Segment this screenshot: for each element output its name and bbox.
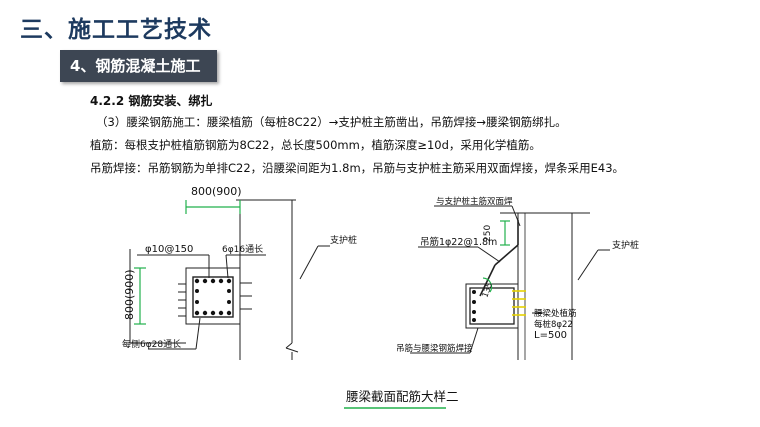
page-title: 三、施工工艺技术: [20, 17, 212, 43]
left-dimension-lines: [134, 200, 241, 325]
left-top-bars-label: 6φ16通长: [222, 243, 263, 255]
body-line-hanger-weld: 吊筋焊接：吊筋钢筋为单排C22，沿腰梁间距为1.8m，吊筋与支护桩主筋采用双面焊…: [90, 161, 625, 175]
section-heading: 4.2.2 钢筋安装、绑扎: [90, 94, 213, 108]
right-pile-label: 支护桩: [612, 239, 639, 251]
right-dim-135: 135: [480, 281, 494, 298]
left-dim-left: 800(900): [123, 269, 136, 320]
left-bottom-bars-label: 每侧6φ28通长: [122, 338, 181, 350]
right-section-drawing: [410, 205, 610, 360]
body-line-construction: （3）腰梁钢筋施工：腰梁植筋（每桩8C22）→支护桩主筋凿出，吊筋焊接→腰梁钢筋…: [96, 115, 567, 129]
right-rebar-dots: [472, 290, 476, 322]
left-stirrup-label: φ10@150: [145, 244, 193, 255]
right-weld-note: 与支护桩主筋双面焊: [436, 196, 513, 207]
section-subtitle-box: 4、钢筋混凝土施工: [60, 50, 217, 82]
right-dimension-lines: [482, 220, 510, 293]
left-pile-label: 支护桩: [330, 234, 357, 246]
right-hanger-label: 吊筋1φ22@1.8m: [420, 236, 497, 248]
right-dim-250: 250: [483, 225, 493, 242]
left-rebar-dots: [194, 278, 232, 316]
right-weld-bottom: 吊筋与腰梁钢筋焊接: [396, 343, 473, 354]
left-section-drawing: [129, 199, 330, 360]
body-line-anchor-bars: 植筋：每根支护桩植筋钢筋为8C22，总长度500mm，植筋深度≥10d，采用化学…: [90, 138, 541, 152]
right-anchor-label-3: L=500: [534, 330, 567, 341]
drawing-caption: 腰梁截面配筋大样二: [346, 389, 459, 404]
left-dim-top: 800(900): [191, 185, 242, 198]
right-anchor-label-2: 每桩8φ22: [534, 319, 573, 330]
right-anchor-label-1: 腰梁处植筋: [534, 308, 577, 319]
right-anchor-bars: [512, 290, 526, 316]
